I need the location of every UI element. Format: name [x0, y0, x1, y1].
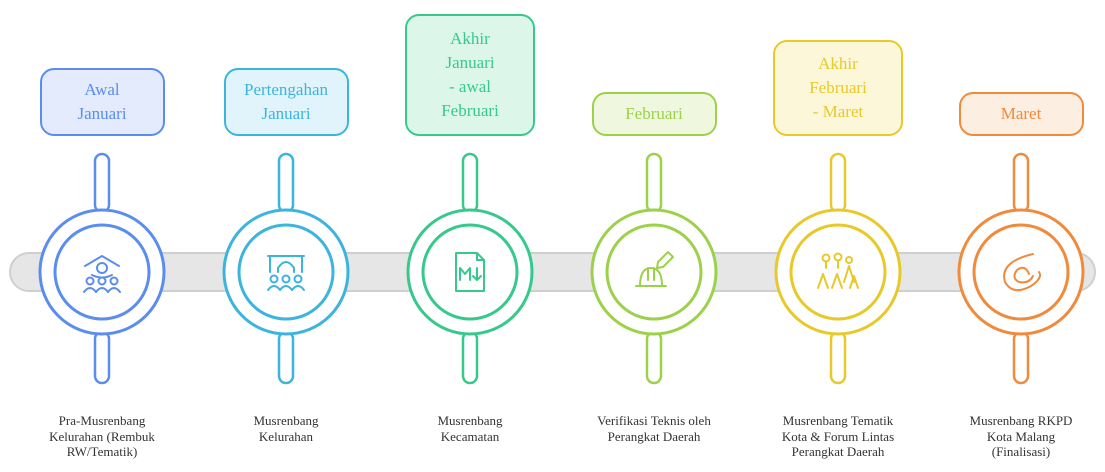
connector-top [93, 152, 111, 214]
connector-top [461, 152, 479, 214]
stage-node-core [972, 223, 1070, 321]
period-label: Maret [1000, 104, 1042, 123]
connector-top [1012, 152, 1030, 214]
stage-node-core [237, 223, 335, 321]
hardhat-pencil-icon [635, 251, 674, 287]
spiral-hand-icon [1003, 253, 1041, 292]
meeting-hall-icon [267, 255, 305, 291]
group-people-icon [817, 252, 859, 289]
connector-bottom [829, 330, 847, 385]
period-label: Akhir Januari - awal Februari [441, 29, 499, 120]
period-box: Akhir Februari - Maret [773, 40, 903, 136]
stage-node-core [789, 223, 887, 321]
community-leader-icon [83, 255, 121, 293]
period-box: Maret [958, 92, 1084, 136]
connector-top [277, 152, 295, 214]
period-label: Akhir Februari - Maret [809, 54, 867, 121]
activity-label: Musrenbang Kecamatan [437, 413, 503, 444]
period-label: Februari [625, 104, 683, 123]
connector-bottom [461, 330, 479, 385]
period-box: Pertengahan Januari [223, 68, 349, 136]
timeline-bar [9, 252, 1096, 292]
period-box: Akhir Januari - awal Februari [405, 14, 535, 136]
connector-top [829, 152, 847, 214]
activity-label: Musrenbang Kelurahan [253, 413, 319, 444]
period-box: Awal Januari [39, 68, 165, 136]
activity-label: Musrenbang Tematik Kota & Forum Lintas P… [781, 413, 895, 459]
connector-top [645, 152, 663, 214]
period-label: Pertengahan Januari [243, 80, 329, 123]
connector-bottom [1012, 330, 1030, 385]
activity-label: Musrenbang RKPD Kota Malang (Finalisasi) [969, 413, 1073, 459]
period-box: Februari [591, 92, 717, 136]
markdown-document-icon [455, 252, 485, 292]
activity-label: Pra-Musrenbang Kelurahan (Rembuk RW/Tema… [49, 413, 155, 459]
period-label: Awal Januari [77, 80, 127, 123]
activity-label: Verifikasi Teknis oleh Perangkat Daerah [597, 413, 711, 444]
connector-bottom [645, 330, 663, 385]
connector-bottom [277, 330, 295, 385]
connector-bottom [93, 330, 111, 385]
